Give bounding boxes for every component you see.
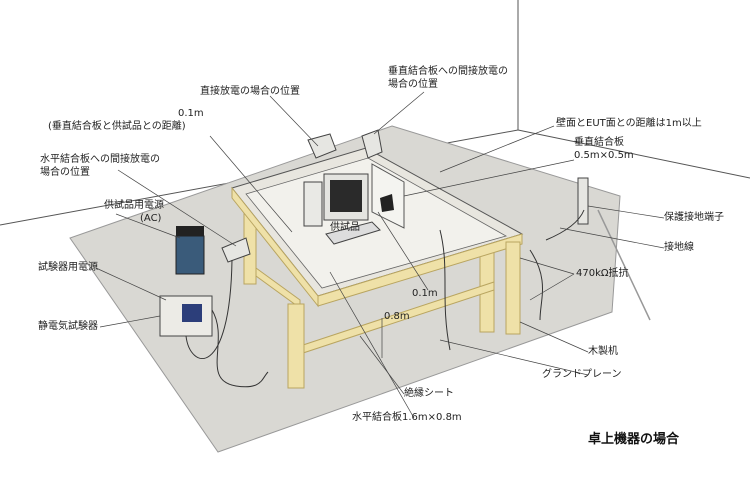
- label-vcp-indirect-1: 垂直結合板への間接放電の: [388, 66, 508, 77]
- label-vcp-indirect-2: 場合の位置: [388, 79, 438, 90]
- label-dist-01-c: 0.1m: [412, 288, 438, 299]
- cable-tester-ground: [211, 309, 269, 388]
- label-vcp-2: 0.5m×0.5m: [574, 150, 634, 161]
- eut-power-supply: [175, 235, 205, 275]
- label-height-08: 0.8m: [384, 311, 410, 322]
- eut-monitor-screen: [330, 180, 362, 212]
- label-eut-power-2: (AC): [140, 213, 162, 224]
- label-dist-01-a: 0.1m: [178, 108, 204, 119]
- label-vcp-1: 垂直結合板: [574, 137, 624, 148]
- label-ground-wire: 接地線: [664, 242, 694, 253]
- cable-resistor-2: [529, 249, 543, 321]
- label-tester-power: 試験器用電源: [38, 262, 98, 273]
- cable-ground-wire: [545, 209, 585, 241]
- label-eut-power-1: 供試品用電源: [104, 200, 164, 211]
- label-direct-discharge: 直接放電の場合の位置: [200, 86, 300, 97]
- esd-gun-direct: [307, 133, 337, 159]
- cable-resistor-1: [439, 229, 451, 351]
- esd-tester-panel: [182, 304, 202, 322]
- eut-tower: [303, 181, 323, 227]
- label-protective-earth: 保護接地端子: [664, 212, 724, 223]
- table-edge-front: [317, 233, 523, 307]
- wall-floor-line-right: [517, 129, 750, 179]
- earth-rod: [597, 209, 651, 321]
- protective-earth-terminal: [577, 177, 589, 225]
- label-dist-01-b: (垂直結合板と供試品との距離): [48, 121, 186, 132]
- label-wall-distance: 壁面とEUT面との距離は1m以上: [556, 118, 702, 129]
- label-wooden-desk: 木製机: [588, 346, 618, 357]
- label-eut: 供試品: [330, 222, 360, 233]
- table-leg-front-right: [505, 241, 521, 335]
- label-insulation-sheet: 絶縁シート: [404, 388, 454, 399]
- table-leg-front-left: [287, 303, 305, 389]
- leader-lines: [95, 91, 665, 419]
- cable-tester-gun: [185, 259, 233, 359]
- label-resistor: 470kΩ抵抗: [576, 268, 629, 279]
- vcp-mark: [380, 194, 394, 212]
- label-esd-tester: 静電気試験器: [38, 321, 98, 332]
- label-hcp: 水平結合板1.6m×0.8m: [352, 412, 462, 423]
- esd-gun-hcp: [221, 237, 251, 263]
- label-hcp-indirect-2: 場合の位置: [40, 167, 90, 178]
- eut-keyboard: [325, 221, 381, 245]
- eut-power-supply-top: [176, 226, 204, 236]
- figure-caption: 卓上機器の場合: [588, 432, 680, 447]
- label-ground-plane: グランドプレーン: [542, 369, 622, 380]
- esd-gun-vcp: [361, 129, 383, 159]
- label-hcp-indirect-1: 水平結合板への間接放電の: [40, 154, 160, 165]
